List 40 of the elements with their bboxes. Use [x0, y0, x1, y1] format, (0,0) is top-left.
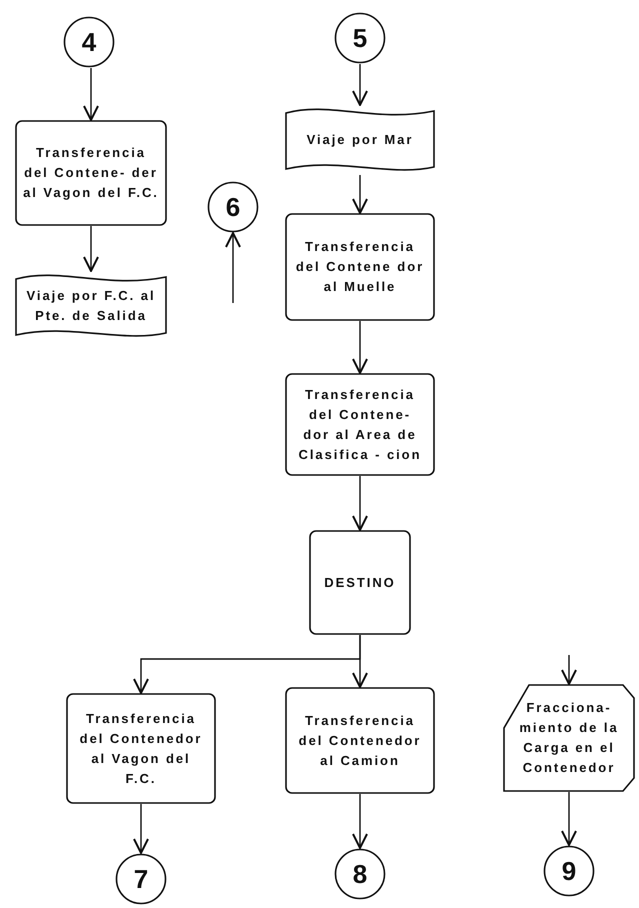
step-label: Transferencia del Contenedor al Camion: [298, 712, 422, 770]
connector-number: 4: [82, 29, 96, 55]
process-box: [285, 687, 435, 794]
connector-circle: [207, 181, 259, 233]
connector-circle: [334, 12, 386, 64]
connector-circle: [543, 845, 595, 897]
connector-number: 6: [226, 194, 240, 220]
arrow: [352, 794, 368, 849]
connector-circle: [115, 853, 167, 905]
arrow: [352, 476, 368, 531]
connector-circle: [334, 848, 386, 900]
arrow: [83, 68, 99, 121]
connector-number: 5: [352, 25, 368, 51]
arrow: [352, 175, 368, 214]
connector-circle: [63, 16, 115, 68]
step-label: Transferencia del Contene- der al Vagon del F.C.: [22, 144, 160, 202]
step-label: Fracciona- miento de la Carga en el Contenedor: [518, 699, 620, 777]
process-box: [15, 120, 167, 226]
connector-number: 8: [352, 861, 368, 887]
arrow: [561, 792, 577, 846]
arrow: [83, 226, 99, 272]
arrow: [133, 804, 149, 854]
connector-number: 7: [134, 866, 148, 892]
step-label: Viaje por Mar: [306, 131, 414, 149]
process-box: [309, 530, 411, 635]
arrow: [352, 321, 368, 374]
arrow: [352, 635, 368, 688]
step-label: DESTINO: [323, 574, 397, 592]
arrow: [225, 232, 241, 303]
step-label: Transferencia del Contene- dor al Area de Clasifica - cion: [298, 386, 422, 464]
step-label: Viaje por F.C. al Pte. de Salida: [26, 287, 156, 325]
operation-box: [503, 684, 635, 792]
arrow: [352, 64, 368, 106]
process-box: [66, 693, 216, 804]
step-label: Transferencia del Contenedor al Vagon del F.C.: [78, 710, 204, 788]
connector-number: 9: [562, 858, 576, 884]
process-box: [285, 213, 435, 321]
process-box: [285, 373, 435, 476]
arrow: [561, 655, 577, 685]
step-label: Transferencia del Contene dor al Muelle: [294, 238, 426, 296]
